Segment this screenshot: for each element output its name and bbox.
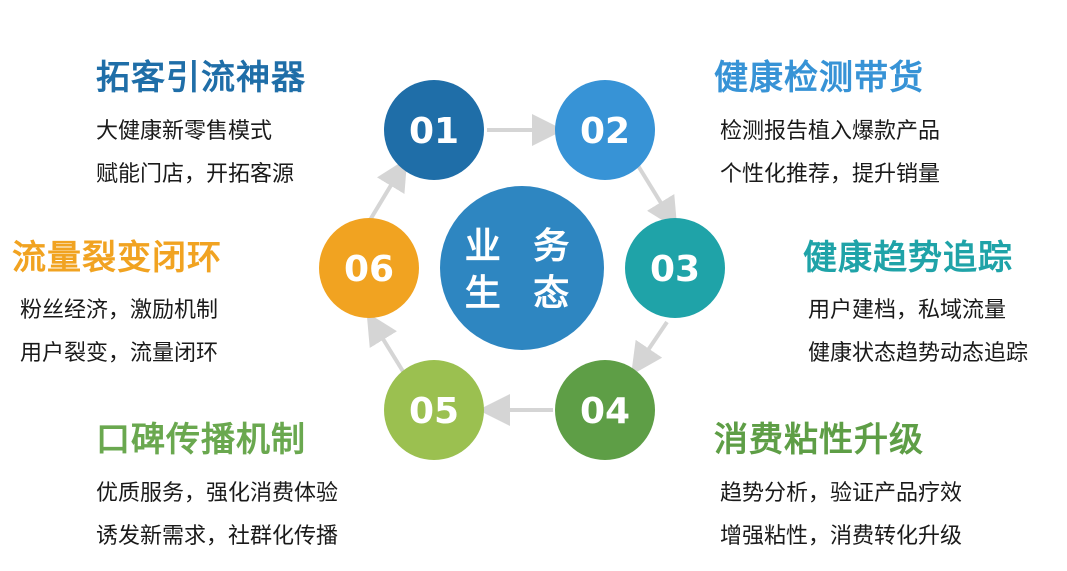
node-05: 05	[384, 360, 484, 460]
center-line2: 生 态	[465, 273, 580, 314]
block-05-line2: 诱发新需求，社群化传播	[96, 524, 339, 549]
arrow-05-06	[366, 312, 406, 375]
node-01-number: 01	[409, 111, 459, 152]
arrow-03-04	[631, 320, 669, 376]
block-02-desc: 检测报告植入爆款产品 个性化推荐，提升销量	[720, 110, 940, 196]
block-04-title: 消费粘性升级	[714, 420, 924, 460]
block-03-desc: 用户建档，私域流量 健康状态趋势动态追踪	[808, 289, 1028, 375]
block-06-line1: 粉丝经济，激励机制	[20, 298, 219, 323]
block-06-title: 流量裂变闭环	[12, 238, 222, 278]
block-02-title: 健康检测带货	[714, 58, 924, 98]
block-02-line2: 个性化推荐，提升销量	[720, 162, 941, 187]
node-03-number: 03	[650, 249, 700, 290]
node-02: 02	[555, 80, 655, 180]
arrow-06-01	[368, 158, 408, 222]
block-04-desc: 趋势分析，验证产品疗效 增强粘性，消费转化升级	[720, 472, 962, 558]
block-01-line2: 赋能门店，开拓客源	[96, 162, 295, 187]
node-03: 03	[625, 218, 725, 318]
block-04-line1: 趋势分析，验证产品疗效	[720, 481, 963, 506]
block-01-title: 拓客引流神器	[96, 58, 306, 98]
node-04: 04	[555, 360, 655, 460]
node-01: 01	[384, 80, 484, 180]
block-05-desc: 优质服务，强化消费体验 诱发新需求，社群化传播	[96, 472, 338, 558]
block-06-desc: 粉丝经济，激励机制 用户裂变，流量闭环	[20, 289, 218, 375]
block-05-line1: 优质服务，强化消费体验	[96, 481, 339, 506]
block-06-line2: 用户裂变，流量闭环	[20, 341, 219, 366]
node-06: 06	[319, 218, 419, 318]
block-03-line1: 用户建档，私域流量	[808, 298, 1007, 323]
block-01-line1: 大健康新零售模式	[96, 119, 273, 144]
center-line1: 业 务	[465, 226, 580, 267]
block-03-title: 健康趋势追踪	[803, 238, 1013, 278]
arrow-02-03	[635, 162, 678, 230]
node-04-number: 04	[580, 391, 630, 432]
node-05-number: 05	[409, 391, 459, 432]
block-04-line2: 增强粘性，消费转化升级	[720, 524, 963, 549]
block-02-line1: 检测报告植入爆款产品	[720, 119, 941, 144]
block-01-desc: 大健康新零售模式 赋能门店，开拓客源	[96, 110, 294, 196]
center-circle: 业 务 生 态	[440, 186, 604, 350]
node-02-number: 02	[580, 111, 630, 152]
block-03-line2: 健康状态趋势动态追踪	[808, 341, 1029, 366]
block-05-title: 口碑传播机制	[96, 420, 306, 460]
node-06-number: 06	[344, 249, 394, 290]
arrows	[366, 114, 678, 426]
